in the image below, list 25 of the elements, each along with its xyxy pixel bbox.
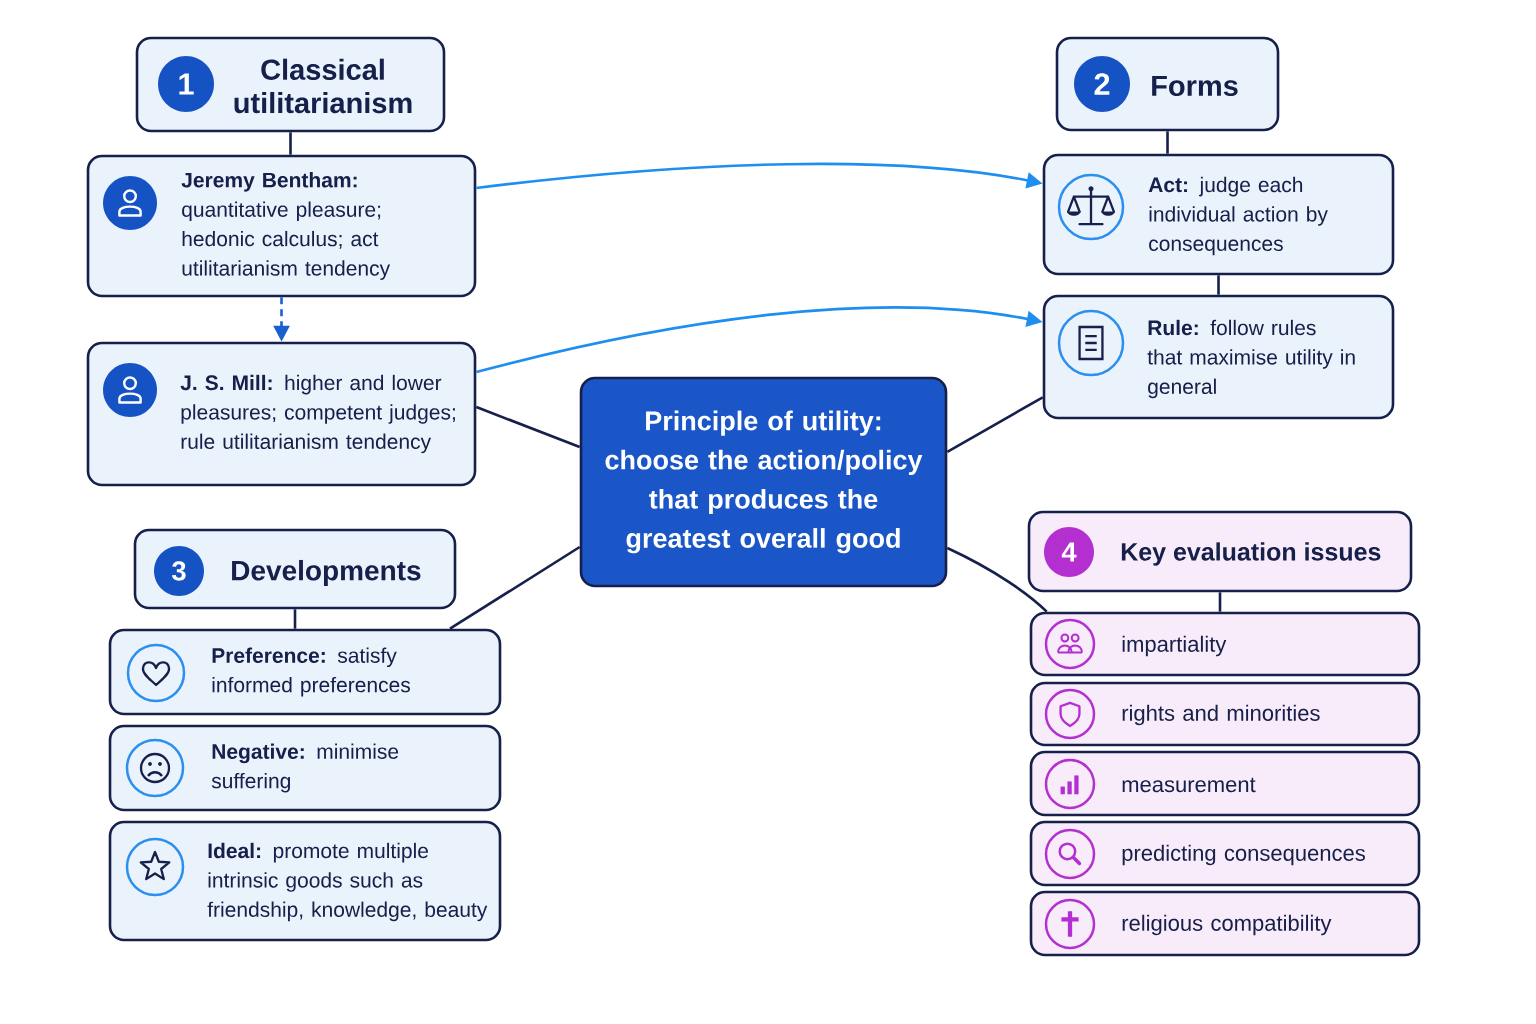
connector-line: [1218, 592, 1222, 612]
connector-line: [1217, 275, 1220, 295]
connector-line: [946, 546, 1048, 613]
text-box: Negative: minimise suffering: [108, 724, 502, 812]
connector-line: [946, 396, 1044, 454]
text-box: J. S. Mill: higher and lower pleasures; competent judges; rule utilitarianism tendency: [86, 341, 477, 487]
text-box: Rule: follow rules that maximise utility in general: [1042, 294, 1395, 420]
text-box: impartiality: [1029, 611, 1421, 677]
number-badge: 4: [1044, 527, 1094, 577]
connector-line: [293, 609, 297, 629]
connector-line: [289, 132, 292, 155]
text-box: Ideal: promote multiple intrinsic goods such as friendship, knowledge, beauty: [108, 820, 502, 942]
text-box: Jeremy Bentham: quantitative pleasure; hedonic calculus; act utilitarianism tendency: [86, 154, 477, 298]
connector-line: [475, 405, 581, 449]
number-badge: 2: [1074, 56, 1130, 112]
number-badge: 1: [158, 56, 214, 112]
text-box: Preference: satisfy informed preferences: [108, 628, 502, 716]
text-box: religious compatibility: [1029, 890, 1421, 957]
number-badge: 3: [154, 546, 204, 596]
connector-line: [1166, 131, 1169, 154]
text-box: Act: judge each individual action by consequences: [1042, 153, 1395, 276]
text-box: measurement: [1029, 750, 1421, 817]
text-box: predicting consequences: [1029, 820, 1421, 887]
text-box: rights and minorities: [1029, 681, 1421, 747]
concept-box: Principle of utility: choose the action/policy that produces the greatest overall good: [579, 376, 948, 588]
